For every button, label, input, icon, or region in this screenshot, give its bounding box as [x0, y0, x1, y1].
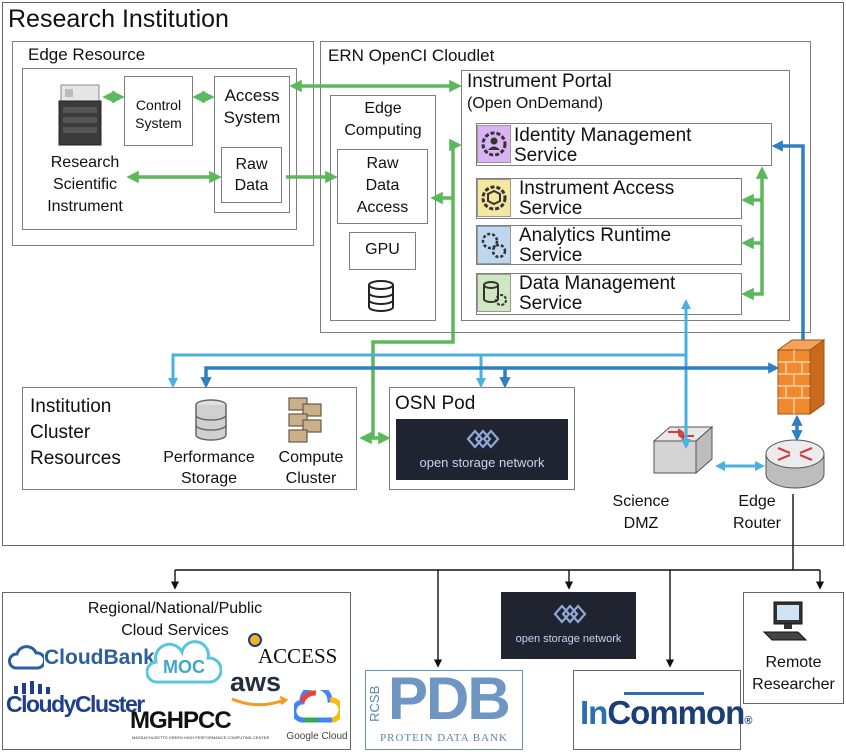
cloudlet-title: ERN OpenCI Cloudlet [328, 46, 495, 65]
gears-icon [477, 226, 511, 264]
raw-data-label: Raw Data [234, 156, 269, 194]
mghpcc-subtext: MASSACHUSETTS GREEN HIGH PERFORMANCE COM… [132, 735, 270, 740]
raw-data-access-label: Raw Data Access [356, 155, 409, 216]
incommon-in: In [580, 694, 608, 731]
incommon-common: Common [607, 694, 745, 731]
database-icon [367, 280, 395, 312]
firewall-icon [776, 338, 826, 416]
external-osn-logo: open storage network [501, 592, 636, 659]
raw-data-box [221, 147, 282, 203]
edge-resource-title: Edge Resource [28, 45, 146, 64]
pdb-subtext: PROTEIN DATA BANK [380, 732, 508, 744]
science-dmz-switch-icon [650, 421, 716, 483]
gpu-label: GPU [365, 241, 400, 258]
institution-title: Research Institution [8, 5, 229, 33]
control-system-label: Control System [135, 97, 182, 131]
aws-text: aws [230, 667, 282, 697]
moc-text: MOC [163, 657, 205, 677]
cloud-services-title: Regional/National/Public Cloud Services [87, 600, 263, 639]
analytics-runtime-service [476, 225, 742, 265]
incommon-text: InCommon® [580, 694, 752, 731]
portal-title: Instrument Portal [467, 71, 612, 92]
data-management-service [476, 273, 742, 315]
osn-pod-title: OSN Pod [395, 393, 476, 414]
mghpcc-text: MGHPCC [130, 707, 232, 734]
analytics-runtime-label: Analytics Runtime Service [519, 225, 672, 266]
cloudycluster-logo: CloudyCluster [6, 680, 145, 720]
moc-logo: MOC [146, 640, 222, 688]
computer-icon [760, 600, 810, 644]
access-text: ACCESS [258, 644, 338, 668]
compute-cluster-label: Compute Cluster [278, 449, 344, 487]
performance-storage-label: Performance Storage [163, 449, 255, 487]
osn-pod-logo: open storage network [396, 419, 568, 480]
remote-researcher-label: Remote Researcher [752, 654, 835, 693]
science-dmz-label: Science DMZ [612, 493, 670, 532]
edge-router-icon [764, 436, 826, 492]
pdb-text: PDB [388, 670, 511, 732]
performance-storage-icon [193, 398, 229, 442]
identity-management-service [476, 123, 772, 166]
instrument-access-service [476, 178, 742, 219]
control-system-box [124, 76, 193, 146]
osn-pod-logo-text: open storage network [419, 455, 545, 470]
access-seal-icon [248, 633, 262, 647]
compute-cluster-icon [285, 396, 325, 444]
scientific-instrument-icon [57, 83, 103, 147]
google-cloud-text: Google Cloud [286, 731, 348, 742]
edge-router-label: Edge Router [732, 493, 782, 532]
portal-subtitle: (Open OnDemand) [467, 95, 604, 112]
cloudycluster-text: CloudyCluster [6, 691, 145, 717]
instrument-label: Research Scientific Instrument [47, 154, 123, 215]
aws-logo: aws [228, 666, 292, 710]
edge-computing-label: Edge Computing [344, 100, 422, 139]
pdb-rcsb-text: RCSB [367, 685, 383, 722]
mghpcc-logo: MGHPCC MASSACHUSETTS GREEN HIGH PERFORMA… [130, 708, 270, 748]
instrument-access-label: Instrument Access Service [519, 178, 675, 219]
cluster-title: Institution Cluster Resources [30, 396, 121, 469]
gear-person-icon [477, 125, 511, 163]
cloudbank-logo: CloudBank [8, 642, 155, 672]
incommon-mark: ® [744, 715, 752, 727]
identity-management-label: Identity Management Service [514, 125, 692, 166]
database-gear-icon [477, 274, 511, 312]
incommon-bar [624, 692, 704, 695]
google-cloud-logo: Google Cloud [286, 690, 348, 746]
cloudbank-text: CloudBank [44, 646, 155, 669]
gear-cube-icon [477, 179, 511, 217]
incommon-logo: InCommon® [573, 670, 752, 750]
access-logo: ACCESS [244, 633, 344, 669]
data-management-label: Data Management Service [519, 273, 676, 314]
external-osn-logo-text: open storage network [515, 633, 622, 645]
pdb-logo: RCSB PDB PROTEIN DATA BANK [365, 670, 523, 750]
access-system-label: Access System [223, 86, 281, 127]
cloud-services-box [2, 592, 351, 750]
